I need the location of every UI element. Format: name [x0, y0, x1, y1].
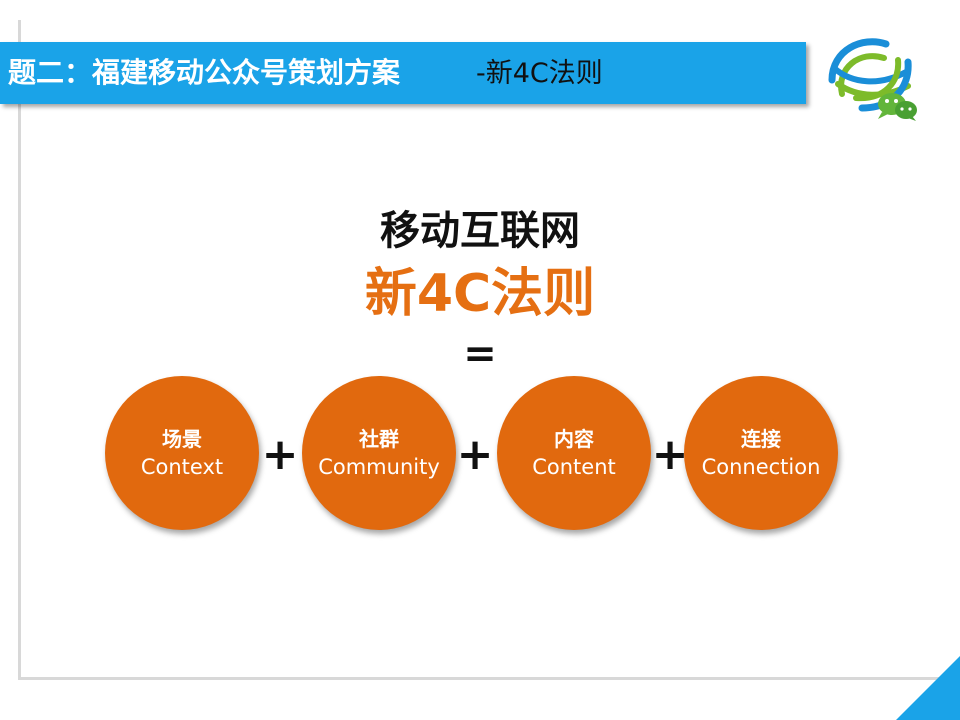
circle-label-en: Community	[318, 455, 440, 479]
circle-label-cn: 社群	[359, 427, 399, 451]
heading-mobile-internet: 移动互联网	[380, 208, 580, 254]
title-bar	[0, 42, 806, 104]
slide-subtitle: -新4C法则	[476, 58, 603, 89]
equals-sign: =	[463, 331, 497, 377]
heading-new-4c-rule: 新4C法则	[364, 264, 596, 324]
circle-label-cn: 连接	[741, 427, 781, 451]
wechat-icon	[878, 93, 917, 121]
china-mobile-logo-icon	[828, 38, 917, 121]
plus-sign: +	[651, 429, 689, 480]
circle-label-cn: 场景	[162, 427, 202, 451]
plus-sign: +	[261, 429, 299, 480]
corner-decoration	[896, 656, 960, 720]
circle-label-cn: 内容	[554, 427, 594, 451]
circle-label-en: Connection	[701, 455, 821, 479]
slide-frame	[18, 20, 960, 680]
slide-title: 题二：福建移动公众号策划方案	[8, 56, 401, 89]
circle-connection: 连接 Connection	[684, 376, 838, 530]
circle-label-en: Context	[140, 455, 224, 479]
circle-context: 场景 Context	[105, 376, 259, 530]
circle-community: 社群 Community	[302, 376, 456, 530]
plus-sign: +	[456, 429, 494, 480]
circle-label-en: Content	[532, 455, 616, 479]
circle-content: 内容 Content	[497, 376, 651, 530]
